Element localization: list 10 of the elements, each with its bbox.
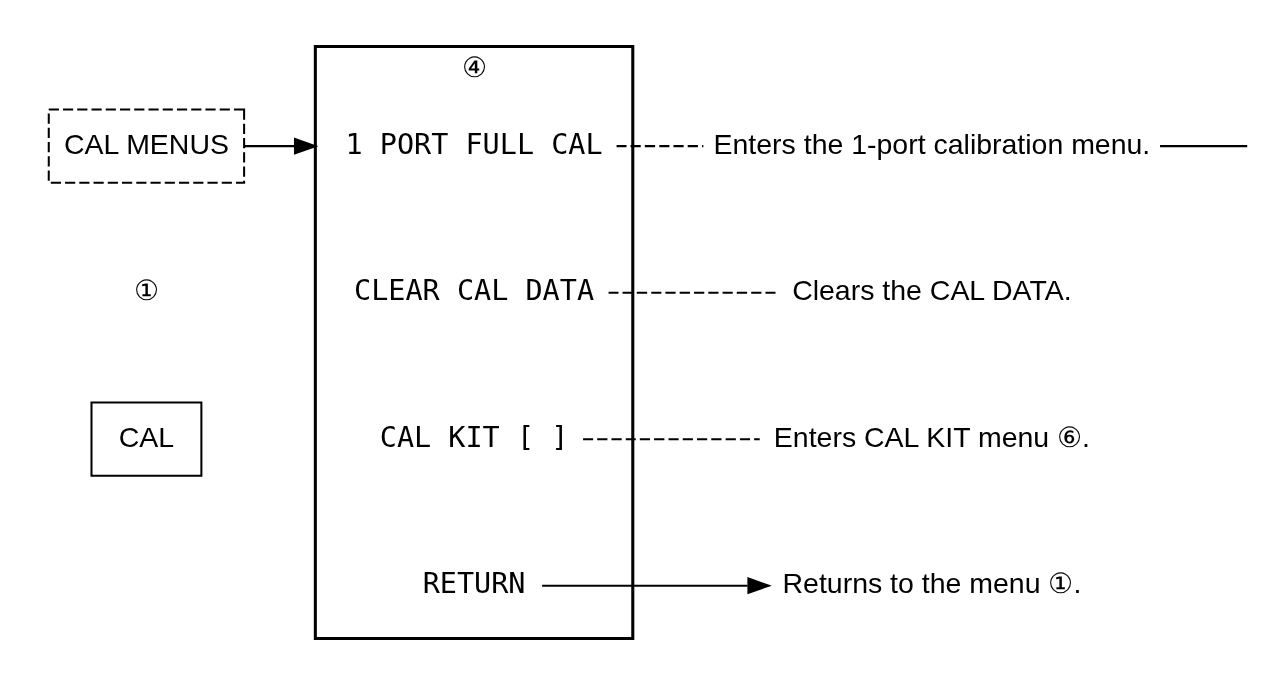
node-text: Enters CAL KIT menu ⑥.: [773, 420, 1090, 453]
node-text: RETURN: [422, 567, 526, 601]
node-label: ①: [133, 274, 159, 307]
node-label: ④: [461, 51, 487, 84]
node-text: Clears the CAL DATA.: [792, 274, 1072, 307]
node-text: CAL KIT [ ]: [379, 420, 569, 454]
node-text: CLEAR CAL DATA: [354, 274, 595, 308]
node-text: 1 PORT FULL CAL: [345, 127, 603, 161]
node-text: Enters the 1-port calibration menu.: [713, 127, 1151, 160]
node-text: Returns to the menu ①.: [782, 567, 1082, 600]
